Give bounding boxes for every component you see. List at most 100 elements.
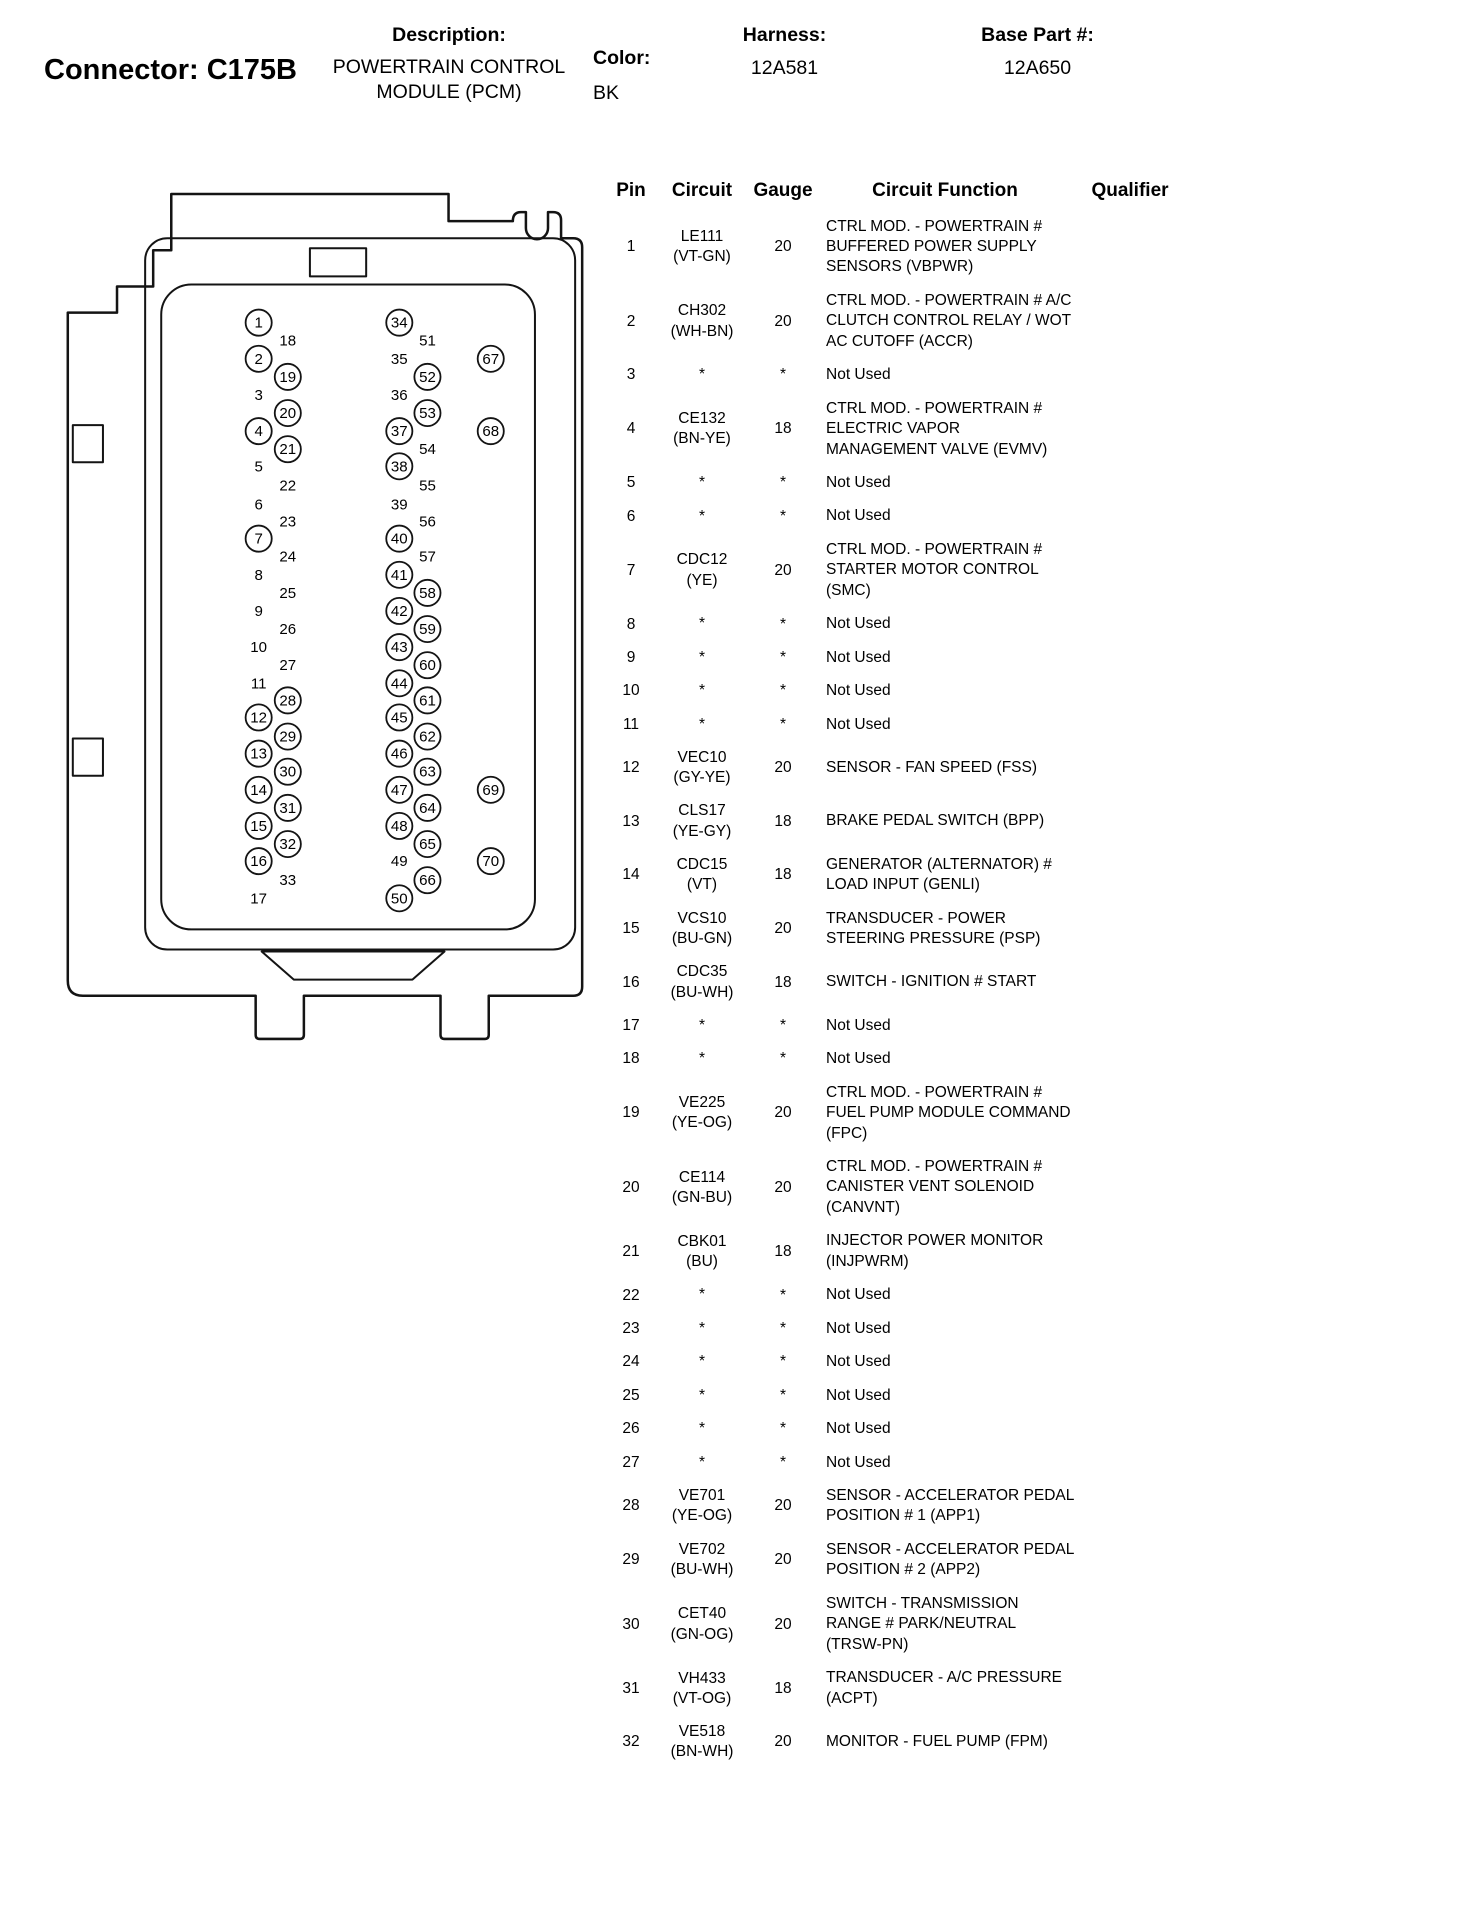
circuit-function-cell: Not Used	[826, 1386, 891, 1404]
pin-circle-48	[385, 811, 414, 840]
gauge-cell: 18	[774, 866, 792, 884]
gauge-cell: 20	[774, 1615, 792, 1633]
circuit-code: LE111	[680, 228, 724, 246]
circuit-cell: *	[654, 648, 750, 668]
circuit-function-cell: CTRL MOD. - POWERTRAIN # STARTER MOTOR C…	[826, 540, 1043, 599]
pin-circle-40	[385, 524, 414, 553]
pin-circle-20	[273, 399, 302, 428]
pin-label-53: 53	[419, 405, 436, 422]
gauge-cell: 18	[774, 973, 792, 991]
pin-circle-43	[385, 633, 414, 662]
gauge-cell: 20	[774, 920, 792, 938]
pin-circle-58	[413, 578, 442, 607]
circuit-wire-color: (VT-OG)	[672, 1689, 732, 1707]
pin-circle-47	[385, 775, 414, 804]
circuit-cell: *	[654, 473, 750, 493]
pin-label-57: 57	[419, 549, 436, 566]
circuit-code: CET40	[677, 1605, 727, 1623]
pin-label-37: 37	[391, 423, 408, 440]
circuit-wire-color: (YE)	[686, 571, 718, 589]
circuit-cell: VE225 (YE-OG)	[654, 1093, 750, 1133]
circuit-code: CBK01	[677, 1232, 727, 1250]
pin-label-14: 14	[250, 782, 267, 799]
pin-label-1: 1	[254, 315, 262, 332]
circuit-code: *	[698, 366, 706, 384]
circuit-function-cell: CTRL MOD. - POWERTRAIN # ELECTRIC VAPOR …	[826, 399, 1048, 458]
pin-label-49: 49	[391, 853, 408, 870]
gauge-cell: 20	[774, 1497, 792, 1515]
color-label: Color:	[593, 47, 651, 69]
circuit-cell: VE702 (BU-WH)	[654, 1540, 750, 1580]
circuit-cell: *	[654, 614, 750, 634]
circuit-code: *	[698, 682, 706, 700]
gauge-cell: 18	[774, 812, 792, 830]
table-row: 4 CE132 (BN-YE) 18 CTRL MOD. - POWERTRAI…	[608, 392, 1186, 466]
pin-number-cell: 23	[622, 1319, 640, 1337]
circuit-code: *	[698, 1353, 706, 1371]
pin-circle-53	[413, 399, 442, 428]
pin-label-25: 25	[279, 585, 296, 602]
pin-label-45: 45	[391, 709, 408, 726]
pin-circle-14	[244, 775, 273, 804]
pin-label-51: 51	[419, 333, 436, 350]
pin-circle-59	[413, 615, 442, 644]
pin-label-70: 70	[482, 853, 499, 870]
circuit-function-cell: Not Used	[826, 1286, 891, 1304]
circuit-cell: VE701 (YE-OG)	[654, 1486, 750, 1526]
connector-pin-cavity	[160, 283, 536, 931]
pin-circle-12	[244, 703, 273, 732]
circuit-function-cell: Not Used	[826, 1050, 891, 1068]
connector-inner-shell	[144, 237, 577, 951]
circuit-function-cell: Not Used	[826, 715, 891, 733]
table-row: 19 VE225 (YE-OG) 20 CTRL MOD. - POWERTRA…	[608, 1076, 1186, 1150]
pin-label-10: 10	[250, 639, 267, 656]
gauge-cell: *	[779, 1319, 787, 1337]
pin-circle-29	[273, 722, 302, 751]
column-header-function: Circuit Function	[872, 180, 1018, 201]
pin-number-cell: 6	[626, 507, 636, 525]
pin-circle-4	[244, 417, 273, 446]
circuit-cell: *	[654, 715, 750, 735]
circuit-function-cell: MONITOR - FUEL PUMP (FPM)	[826, 1733, 1048, 1750]
circuit-function-cell: CTRL MOD. - POWERTRAIN # CANISTER VENT S…	[826, 1158, 1043, 1216]
pin-label-16: 16	[250, 853, 267, 870]
circuit-code: *	[698, 615, 706, 633]
gauge-cell: *	[779, 648, 787, 666]
pin-label-67: 67	[482, 351, 499, 368]
pin-number-cell: 30	[622, 1615, 640, 1633]
circuit-function-cell: Not Used	[826, 1319, 891, 1337]
circuit-cell: *	[654, 1319, 750, 1339]
circuit-cell: CDC12 (YE)	[654, 550, 750, 590]
table-row: 16 CDC35 (BU-WH) 18 SWITCH - IGNITION # …	[608, 956, 1186, 1009]
gauge-cell: *	[779, 1050, 787, 1068]
pin-circle-15	[244, 811, 273, 840]
gauge-cell: 20	[774, 1733, 792, 1751]
circuit-wire-color: (BU-WH)	[670, 1561, 734, 1579]
circuit-code: *	[698, 1386, 706, 1404]
pin-circle-1	[244, 308, 273, 337]
circuit-code: *	[698, 1286, 706, 1304]
pin-label-61: 61	[419, 692, 436, 709]
pin-label-2: 2	[254, 351, 262, 368]
circuit-cell: CH302 (WH-BN)	[654, 301, 750, 341]
table-row: 14 CDC15 (VT) 18 GENERATOR (ALTERNATOR) …	[608, 848, 1186, 902]
pin-label-55: 55	[419, 477, 436, 494]
left-key-upper	[71, 424, 104, 464]
circuit-code: CE114	[678, 1168, 726, 1186]
pin-label-52: 52	[419, 369, 436, 386]
gauge-cell: 20	[774, 1178, 792, 1196]
pin-circle-52	[413, 362, 442, 391]
circuit-function-cell: BRAKE PEDAL SWITCH (BPP)	[826, 812, 1045, 830]
pin-label-50: 50	[391, 890, 408, 907]
pin-label-47: 47	[391, 782, 408, 799]
circuit-function-cell: Not Used	[826, 1016, 891, 1034]
pin-label-32: 32	[279, 836, 296, 853]
table-row: 21 CBK01 (BU) 18 INJECTOR POWER MONITOR …	[608, 1225, 1186, 1279]
pin-number-cell: 1	[626, 238, 636, 256]
pin-number-cell: 28	[622, 1497, 640, 1515]
circuit-cell: *	[654, 1352, 750, 1372]
circuit-function-cell: Not Used	[826, 1453, 891, 1471]
circuit-code: VCS10	[677, 909, 727, 927]
pin-number-cell: 9	[626, 648, 636, 666]
